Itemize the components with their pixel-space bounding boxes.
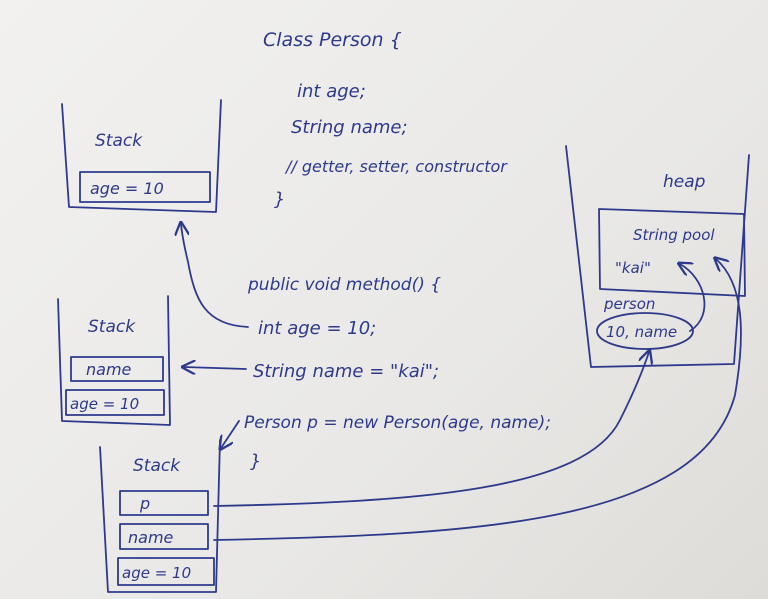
arrow-age-to-stack1 (181, 224, 249, 328)
string-pool-title: String pool (633, 226, 715, 244)
stack-3-slot-name-label: name (128, 528, 174, 547)
method-line-2: int age = 10; (258, 318, 376, 339)
method-line-1: public void method() { (247, 275, 441, 295)
arrow-p-to-person (213, 352, 649, 507)
stack-3-slot-p-label: p (139, 494, 150, 513)
stack-2-slot-age-label: age = 10 (70, 395, 139, 413)
stack-2-slot-age (65, 389, 165, 416)
stack-3-title: Stack (133, 456, 181, 476)
stack-3: Stack p name age = 10 (99, 439, 221, 593)
stack-1-title: Stack (95, 131, 143, 151)
class-line-5: } (274, 189, 285, 210)
method-code: public void method() { int age = 10; Str… (244, 275, 551, 472)
stack-2-title: Stack (88, 317, 136, 337)
stack-1: Stack age = 10 (61, 99, 222, 213)
stack-3-slot-name (119, 523, 209, 550)
arrow-name-to-pool (213, 259, 742, 541)
string-pool-box (598, 208, 746, 297)
stack-2-slot-name-label: name (86, 360, 132, 379)
stack-2-frame (57, 295, 171, 426)
stack-1-slot-age-label: age = 10 (90, 179, 164, 198)
method-line-5: } (250, 451, 261, 472)
arrows (181, 224, 742, 541)
class-line-4: // getter, setter, constructor (284, 157, 508, 176)
stack-1-slot-age (79, 171, 211, 203)
stack-1-frame (61, 99, 222, 213)
person-object-label: person (603, 295, 655, 313)
arrow-name-to-stack2 (184, 367, 247, 369)
class-line-2: int age; (297, 81, 366, 102)
stack-3-slot-p (119, 490, 209, 516)
class-code: Class Person { int age; String name; // … (263, 29, 508, 210)
heap-title: heap (663, 172, 706, 192)
arrow-object-name-to-pool (680, 264, 706, 332)
stack-2: Stack name age = 10 (57, 295, 171, 426)
stack-3-slot-age (117, 557, 215, 586)
method-line-3: String name = "kai"; (253, 361, 439, 382)
stack-3-frame (99, 439, 221, 593)
string-pool-value: "kai" (615, 259, 651, 277)
class-line-3: String name; (291, 117, 408, 138)
heap: heap String pool "kai" person 10, name (565, 145, 750, 368)
method-line-4: Person p = new Person(age, name); (244, 413, 551, 433)
stack-2-slot-name (70, 356, 164, 382)
person-object-value: 10, name (606, 323, 677, 341)
stack-3-slot-age-label: age = 10 (122, 564, 191, 582)
heap-frame (565, 145, 750, 368)
class-line-1: Class Person { (263, 29, 402, 51)
arrow-person-to-stack3 (221, 420, 240, 448)
